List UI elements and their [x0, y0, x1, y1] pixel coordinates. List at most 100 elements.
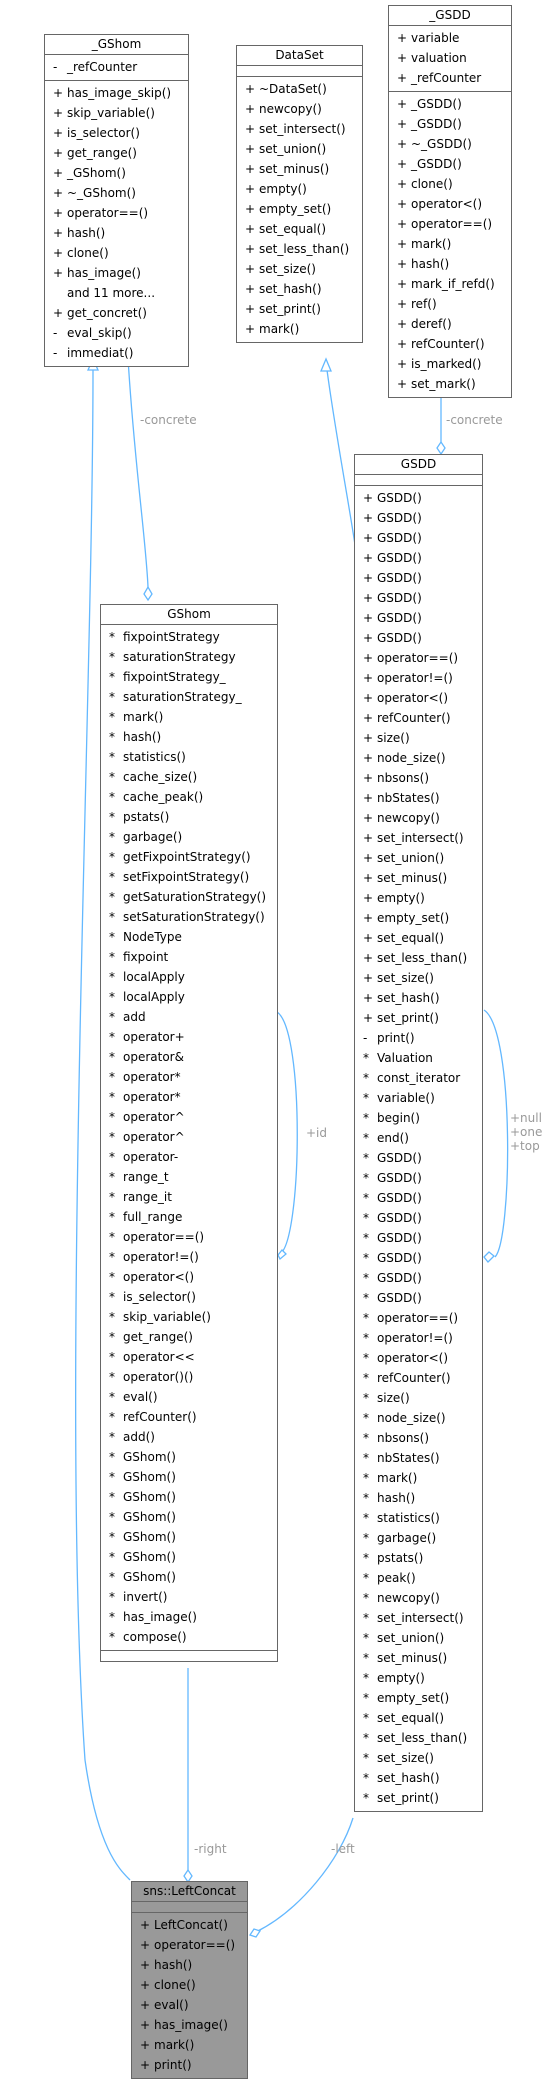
- member-name: invert(): [123, 1590, 168, 1604]
- class-member: +~_GShom(): [45, 183, 188, 203]
- member-name: set_union(): [259, 142, 327, 156]
- visibility-marker: *: [109, 1030, 115, 1044]
- class-attributes-section: *fixpointStrategy*saturationStrategy*fix…: [101, 624, 277, 1650]
- member-name: add: [123, 1010, 146, 1024]
- class-member: *GSDD(): [355, 1188, 482, 1208]
- member-name: eval_skip(): [67, 326, 132, 340]
- visibility-marker: +: [363, 711, 374, 725]
- visibility-marker: *: [109, 1610, 115, 1624]
- class-member: *peak(): [355, 1568, 482, 1588]
- member-name: compose(): [123, 1630, 187, 1644]
- class-member: *GSDD(): [355, 1168, 482, 1188]
- member-name: LeftConcat(): [154, 1918, 228, 1932]
- visibility-marker: +: [363, 651, 374, 665]
- visibility-marker: *: [109, 970, 115, 984]
- class-member: *hash(): [355, 1488, 482, 1508]
- visibility-marker: *: [109, 1050, 115, 1064]
- class-member: +refCounter(): [355, 708, 482, 728]
- class-member: *refCounter(): [355, 1368, 482, 1388]
- member-name: operator==(): [411, 217, 493, 231]
- class-attribute: +_refCounter: [389, 68, 511, 88]
- class-member: +set_equal(): [355, 928, 482, 948]
- class-member: *empty(): [355, 1668, 482, 1688]
- visibility-marker: +: [53, 146, 64, 160]
- visibility-marker: +: [245, 82, 256, 96]
- member-name: ~_GSDD(): [411, 137, 472, 151]
- class-attribute: *is_selector(): [101, 1287, 277, 1307]
- class-attribute: *operator*: [101, 1067, 277, 1087]
- class-member: *nbStates(): [355, 1448, 482, 1468]
- member-name: set_size(): [259, 262, 316, 276]
- class-member: *garbage(): [355, 1528, 482, 1548]
- class-member: *size(): [355, 1388, 482, 1408]
- class-box-dataset[interactable]: DataSet+~DataSet()+newcopy()+set_interse…: [236, 45, 363, 343]
- member-name: GSDD(): [377, 511, 422, 525]
- visibility-marker: +: [245, 162, 256, 176]
- member-name: ~DataSet(): [259, 82, 327, 96]
- class-attribute: *operator^: [101, 1127, 277, 1147]
- visibility-marker: +: [245, 322, 256, 336]
- member-name: GSDD(): [377, 571, 422, 585]
- member-name: get_range(): [67, 146, 137, 160]
- class-member: +print(): [132, 2055, 247, 2075]
- visibility-marker: +: [363, 771, 374, 785]
- class-attribute: +valuation: [389, 48, 511, 68]
- member-name: refCounter(): [411, 337, 485, 351]
- class-box-gsdd[interactable]: GSDD+GSDD()+GSDD()+GSDD()+GSDD()+GSDD()+…: [354, 454, 483, 1812]
- visibility-marker: *: [363, 1451, 369, 1465]
- visibility-marker: +: [140, 1998, 151, 2012]
- class-member: +has_image(): [132, 2015, 247, 2035]
- visibility-marker: *: [109, 1630, 115, 1644]
- member-name: is_selector(): [67, 126, 140, 140]
- class-member: +GSDD(): [355, 608, 482, 628]
- member-name: and 11 more...: [67, 286, 156, 300]
- member-name: mark(): [123, 710, 164, 724]
- visibility-marker: +: [363, 1011, 374, 1025]
- visibility-marker: +: [245, 202, 256, 216]
- class-member: +is_marked(): [389, 354, 511, 374]
- visibility-marker: +: [397, 197, 408, 211]
- class-member: *set_minus(): [355, 1648, 482, 1668]
- class-box-gsdd-base[interactable]: _GSDD+variable+valuation+_refCounter+_GS…: [388, 5, 512, 398]
- class-member: +_GSDD(): [389, 94, 511, 114]
- member-name: range_t: [123, 1170, 169, 1184]
- class-member: +refCounter(): [389, 334, 511, 354]
- class-member: +LeftConcat(): [132, 1915, 247, 1935]
- class-member: +empty_set(): [237, 199, 362, 219]
- class-attribute: *GShom(): [101, 1487, 277, 1507]
- class-box-gshom[interactable]: GShom*fixpointStrategy*saturationStrateg…: [100, 604, 278, 1662]
- visibility-marker: +: [397, 157, 408, 171]
- class-attribute: *add: [101, 1007, 277, 1027]
- member-name: clone(): [67, 246, 109, 260]
- class-box-leftconcat[interactable]: sns::LeftConcat+LeftConcat()+operator==(…: [131, 1881, 248, 2079]
- class-member: +ref(): [389, 294, 511, 314]
- member-name: getSaturationStrategy(): [123, 890, 267, 904]
- visibility-marker: *: [109, 850, 115, 864]
- visibility-marker: *: [363, 1211, 369, 1225]
- class-member: +nbsons(): [355, 768, 482, 788]
- class-member: +clone(): [389, 174, 511, 194]
- visibility-marker: *: [109, 1490, 115, 1504]
- member-name: has_image(): [154, 2018, 228, 2032]
- class-member: +set_less_than(): [355, 948, 482, 968]
- composition-diamond-id: [277, 1249, 287, 1261]
- class-member: +operator==(): [355, 648, 482, 668]
- visibility-marker: +: [245, 102, 256, 116]
- class-member: *operator<(): [355, 1348, 482, 1368]
- visibility-marker: *: [109, 1130, 115, 1144]
- visibility-marker: *: [363, 1171, 369, 1185]
- member-name: set_minus(): [377, 1651, 448, 1665]
- class-member: +empty(): [237, 179, 362, 199]
- member-name: refCounter(): [123, 1410, 197, 1424]
- class-box-gshom-base[interactable]: _GShom-_refCounter+has_image_skip()+skip…: [44, 34, 189, 367]
- class-member: *variable(): [355, 1088, 482, 1108]
- class-member[interactable]: and 11 more...: [45, 283, 188, 303]
- class-methods-section: +_GSDD()+_GSDD()+~_GSDD()+_GSDD()+clone(…: [389, 91, 511, 397]
- edge-label-concrete-gsdd: -concrete: [446, 413, 503, 427]
- member-name: operator!=(): [377, 671, 453, 685]
- member-name: set_hash(): [377, 1771, 440, 1785]
- class-member: *set_print(): [355, 1788, 482, 1808]
- edge-label-concrete-gshom: -concrete: [140, 413, 197, 427]
- visibility-marker: *: [109, 950, 115, 964]
- member-name: range_it: [123, 1190, 172, 1204]
